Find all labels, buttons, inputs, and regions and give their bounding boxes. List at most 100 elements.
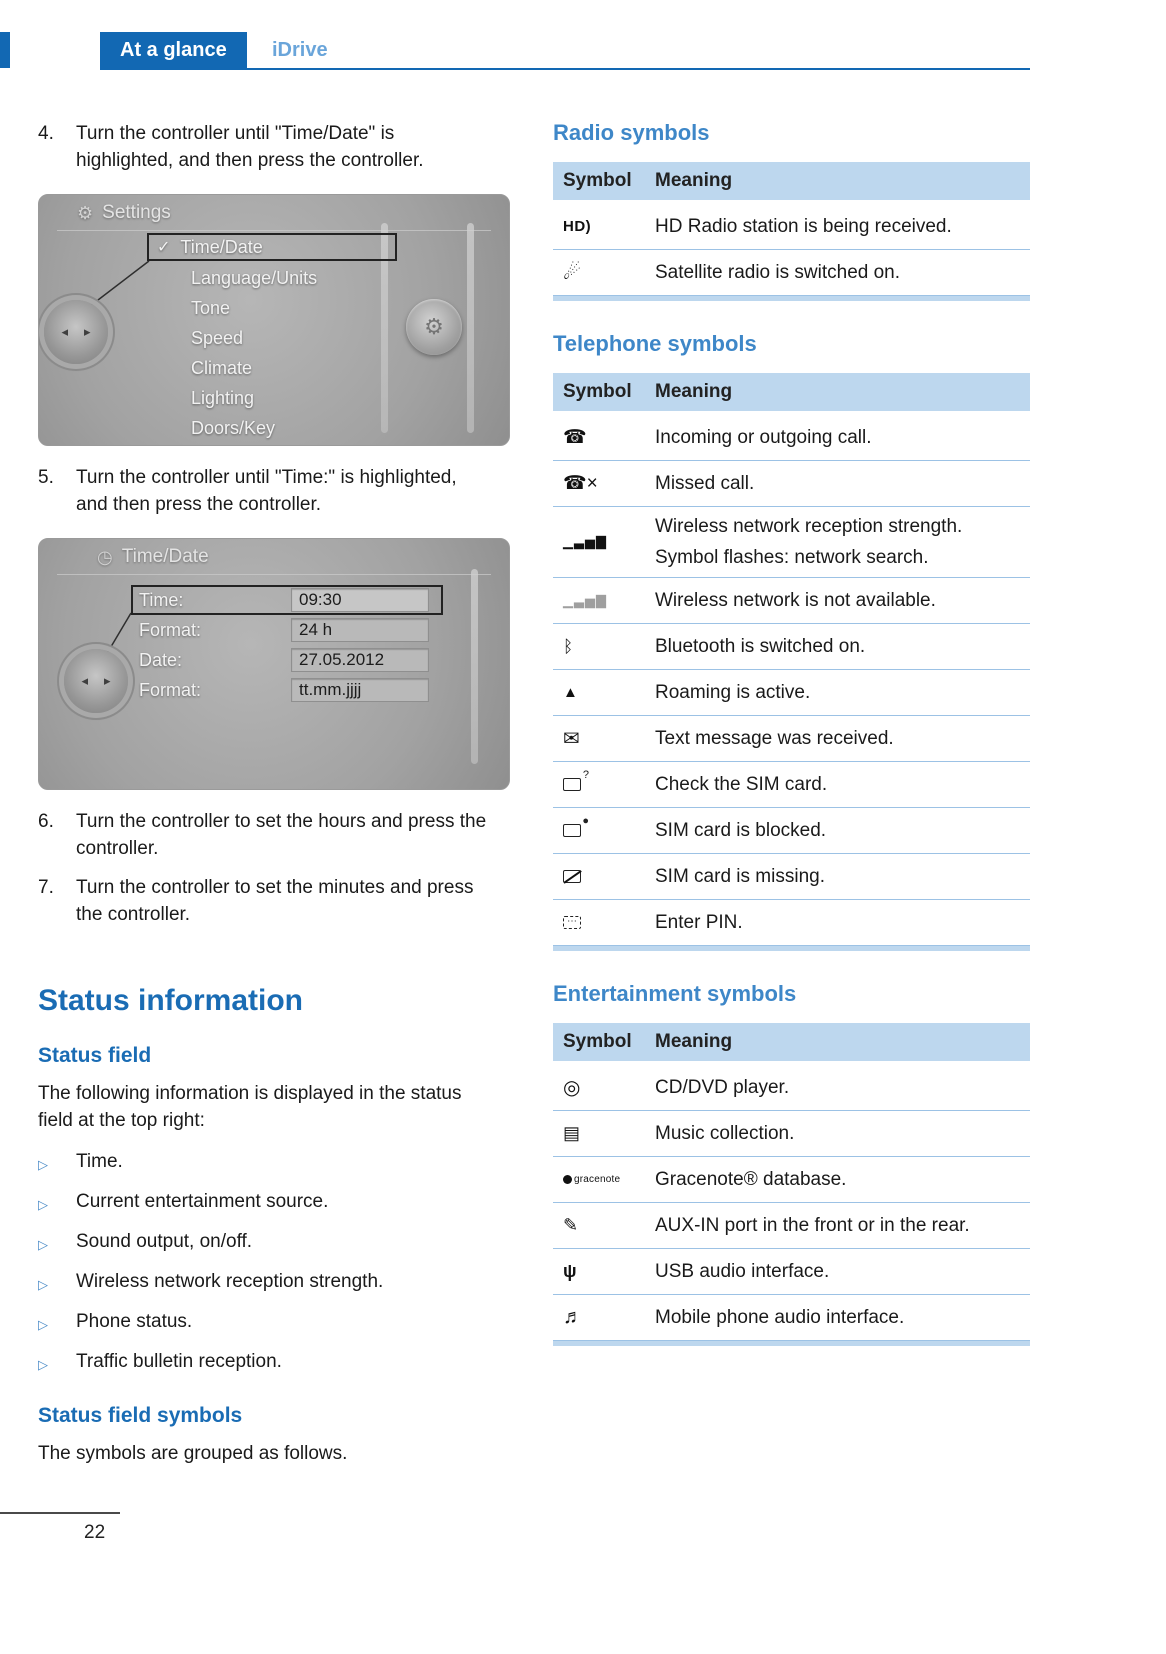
symbol-meaning: Wireless network reception strength. Sym… — [655, 513, 962, 571]
symbol-meaning: HD Radio station is being received. — [655, 216, 952, 237]
column-header-meaning: Meaning — [655, 1031, 733, 1052]
symbol-meaning: AUX-IN port in the front or in the rear. — [655, 1215, 970, 1236]
settings-screen-title: ⚙ Settings — [77, 202, 171, 224]
symbol-meaning: Mobile phone audio interface. — [655, 1307, 905, 1328]
chapter-tab: At a glance — [100, 32, 247, 68]
screen-title-rule — [57, 574, 491, 575]
symbol-meaning: Music collection. — [655, 1123, 795, 1144]
step-text: Turn the controller until "Time:" is hig… — [76, 467, 457, 515]
gear-icon: ⚙ — [77, 202, 94, 223]
edge-stripe — [0, 32, 10, 68]
status-field-symbols-heading: Status field symbols — [38, 1404, 243, 1427]
time-date-screen-title-text: Time/Date — [121, 546, 209, 567]
entertainment-symbols-heading: Entertainment symbols — [553, 981, 797, 1006]
scrollbar-track — [381, 223, 388, 433]
field-label: Format: — [139, 619, 202, 640]
field-label: Date: — [139, 649, 183, 670]
scrollbar-track — [467, 223, 474, 433]
arrow-left-icon: ◂ — [61, 324, 68, 339]
time-date-screen: ◷ Time/Date Time: 09:30 Format: 24 h Dat… — [38, 538, 510, 790]
table-row: ▤ Music collection. — [553, 1111, 1030, 1157]
entertainment-symbols-table: Symbol Meaning ◎ CD/DVD player. ▤ Music … — [553, 1023, 1030, 1346]
symbol-meaning: Gracenote® database. — [655, 1169, 847, 1190]
telephone-symbols-heading: Telephone symbols — [553, 331, 757, 356]
enter-pin-icon: ⋯ — [563, 915, 581, 929]
right-column: Radio symbols Symbol Meaning HD) HD Radi… — [553, 120, 1030, 1352]
step-4: 4. Turn the controller until "Time/Date"… — [38, 120, 510, 174]
section-label: iDrive — [272, 39, 328, 61]
clock-icon: ◷ — [97, 546, 113, 567]
list-item: ▷ Current entertainment source. — [38, 1188, 510, 1218]
aux-in-icon: ✎ — [563, 1215, 579, 1235]
column-header-symbol: Symbol — [563, 381, 632, 402]
signal-strength-icon: ▁▃▅▇ — [563, 534, 607, 549]
scrollbar-track — [471, 569, 478, 764]
gracenote-icon: gracenote — [563, 1174, 620, 1185]
menu-item-language-units: Language/Units — [191, 268, 318, 288]
page-number: 22 — [84, 1522, 106, 1543]
table-row: ◎ CD/DVD player. — [553, 1065, 1030, 1111]
screen-title-rule — [57, 230, 491, 231]
status-field-intro: The following information is displayed i… — [38, 1083, 462, 1131]
table-row: ? Check the SIM card. — [553, 762, 1030, 808]
list-item: ▷ Wireless network reception strength. — [38, 1268, 510, 1298]
column-header-symbol: Symbol — [563, 170, 632, 191]
settings-menu: ✓ Time/Date Language/Units Tone Speed Cl… — [147, 233, 397, 443]
arrow-right-icon: ▸ — [104, 673, 111, 688]
cd-dvd-icon: ◎ — [563, 1077, 581, 1099]
telephone-symbols-table: Symbol Meaning ☎ Incoming or outgoing ca… — [553, 373, 1030, 951]
list-item: ▷ Traffic bulletin reception. — [38, 1348, 510, 1378]
form-row-format: Format: 24 h — [139, 615, 443, 645]
symbol-meaning: Roaming is active. — [655, 682, 811, 703]
music-collection-icon: ▤ — [563, 1123, 581, 1143]
table-row: ☎ Incoming or outgoing call. — [553, 415, 1030, 461]
step-5: 5. Turn the controller until "Time:" is … — [38, 464, 510, 518]
gear-icon: ⚙ — [424, 314, 444, 339]
header-rule — [100, 68, 1030, 70]
text-message-icon: ✉ — [563, 728, 580, 750]
table-row: ⋯ Enter PIN. — [553, 900, 1030, 946]
table-row: ψ USB audio interface. — [553, 1249, 1030, 1295]
column-header-meaning: Meaning — [655, 170, 733, 191]
sim-check-icon: ? — [563, 769, 589, 791]
triangle-bullet-icon: ▷ — [38, 1317, 48, 1332]
sim-blocked-icon: ● — [563, 815, 589, 837]
date-format-value: tt.mm.jjjj — [291, 678, 429, 702]
step-number: 6. — [38, 811, 54, 832]
table-row: ᛒ Bluetooth is switched on. — [553, 624, 1030, 670]
list-item-text: Wireless network reception strength. — [76, 1271, 384, 1292]
arrow-right-icon: ▸ — [84, 324, 91, 339]
bluetooth-icon: ᛒ — [563, 636, 574, 656]
time-date-screen-title: ◷ Time/Date — [97, 546, 209, 568]
step-6: 6. Turn the controller to set the hours … — [38, 808, 510, 862]
idrive-controller: ◂ ▸ — [44, 300, 108, 364]
triangle-bullet-icon: ▷ — [38, 1277, 48, 1292]
call-icon: ☎ — [563, 427, 587, 448]
list-item-text: Current entertainment source. — [76, 1191, 329, 1212]
symbol-meaning: Wireless network is not available. — [655, 590, 936, 611]
list-item-text: Phone status. — [76, 1311, 193, 1332]
time-value: 09:30 — [291, 588, 429, 612]
symbol-meaning: Satellite radio is switched on. — [655, 262, 901, 283]
table-row: ▁▃▅▇ Wireless network reception strength… — [553, 507, 1030, 578]
table-row: gracenote Gracenote® database. — [553, 1157, 1030, 1203]
list-item-text: Traffic bulletin reception. — [76, 1351, 282, 1372]
list-item-text: Time. — [76, 1151, 123, 1172]
idrive-controller: ◂ ▸ — [64, 649, 128, 713]
form-row-time-highlighted: Time: 09:30 — [131, 585, 443, 615]
symbol-meaning: Text message was received. — [655, 728, 894, 749]
triangle-bullet-icon: ▷ — [38, 1157, 48, 1172]
roaming-icon: ▲ — [563, 683, 578, 701]
menu-item-time-date-highlighted: ✓ Time/Date — [147, 233, 397, 261]
symbol-meaning: CD/DVD player. — [655, 1077, 790, 1098]
step-text: Turn the controller until "Time/Date" is… — [76, 123, 424, 171]
hd-radio-icon: HD) — [563, 217, 592, 235]
symbol-meaning: Missed call. — [655, 473, 755, 494]
menu-item-lighting: Lighting — [191, 388, 255, 408]
symbol-meaning: SIM card is missing. — [655, 866, 825, 887]
table-header: Symbol Meaning — [553, 162, 1030, 200]
table-header: Symbol Meaning — [553, 1023, 1030, 1061]
step-text: Turn the controller to set the minutes a… — [76, 877, 474, 925]
table-row: ♬ Mobile phone audio interface. — [553, 1295, 1030, 1341]
status-field-heading: Status field — [38, 1044, 152, 1067]
